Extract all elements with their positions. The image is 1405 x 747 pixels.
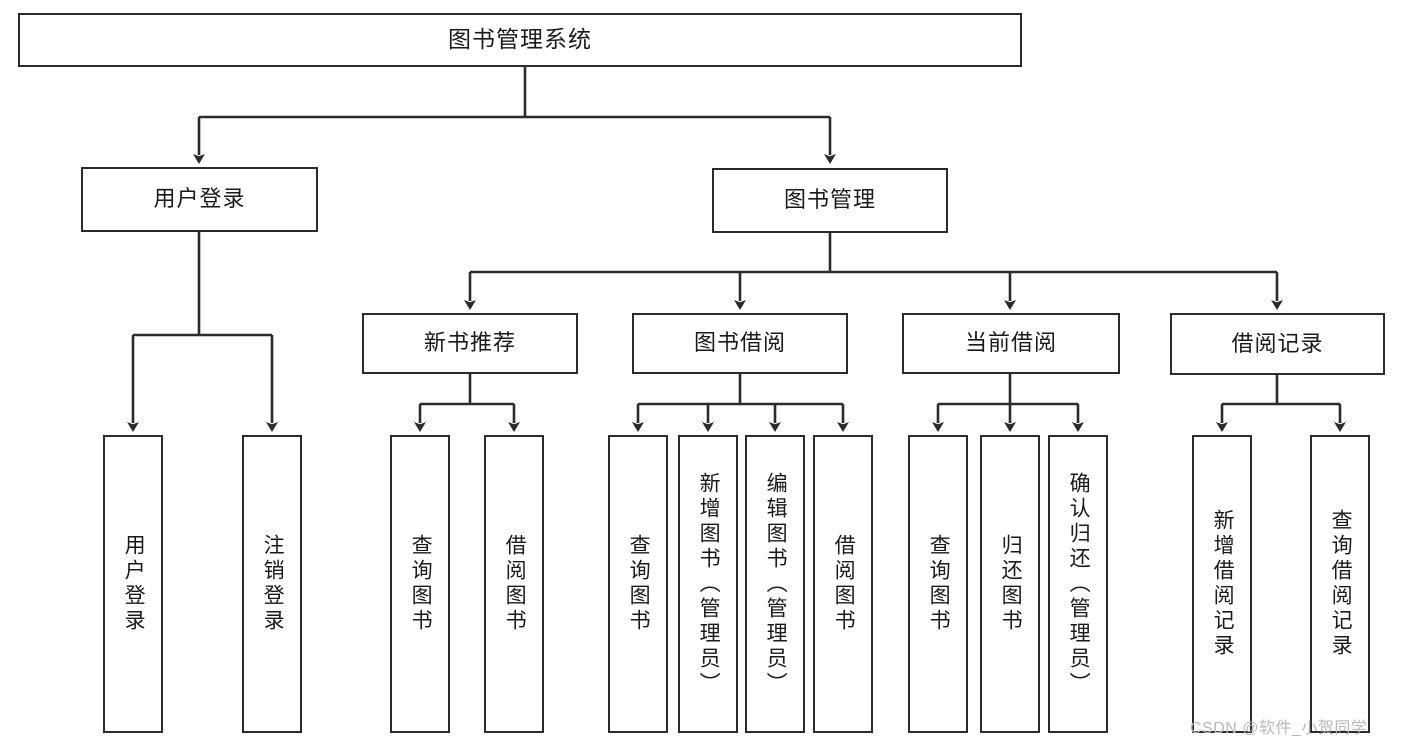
node-book-borrow[interactable]: 图书借阅	[632, 313, 848, 374]
leaf-query-borrow-record[interactable]: 查询借阅记录	[1310, 435, 1370, 733]
node-label: 注销登录	[261, 534, 285, 634]
watermark: CSDN @软件_小贺同学	[1190, 720, 1368, 737]
node-label: 编辑图书（管理员）	[764, 471, 788, 697]
leaf-edit-book-admin[interactable]: 编辑图书（管理员）	[745, 435, 805, 733]
node-borrow-record[interactable]: 借阅记录	[1170, 313, 1385, 375]
leaf-borrow-book-recommend[interactable]: 借阅图书	[484, 435, 544, 733]
node-label: 用户登录	[122, 534, 146, 634]
leaf-logout-login[interactable]: 注销登录	[242, 435, 302, 733]
node-label: 图书管理系统	[448, 26, 592, 53]
leaf-query-book-recommend[interactable]: 查询图书	[390, 435, 450, 733]
node-user-login[interactable]: 用户登录	[81, 167, 318, 232]
leaf-return-book[interactable]: 归还图书	[980, 435, 1040, 733]
leaf-borrow-book[interactable]: 借阅图书	[813, 435, 873, 733]
node-new-book-recommend[interactable]: 新书推荐	[362, 313, 578, 374]
node-label: 借阅图书	[832, 534, 856, 634]
node-label: 借阅记录	[1231, 330, 1324, 356]
node-label: 查询图书	[927, 534, 951, 634]
node-label: 新增图书（管理员）	[697, 471, 721, 697]
node-label: 新增借阅记录	[1211, 509, 1235, 659]
node-label: 查询借阅记录	[1329, 509, 1353, 659]
node-root-library-management-system[interactable]: 图书管理系统	[18, 13, 1022, 67]
node-label: 图书管理	[783, 187, 876, 213]
node-label: 用户登录	[153, 186, 246, 212]
node-label: 新书推荐	[423, 330, 516, 356]
node-label: 确认归还（管理员）	[1067, 471, 1091, 697]
node-label: 借阅图书	[503, 534, 527, 634]
leaf-add-borrow-record[interactable]: 新增借阅记录	[1192, 435, 1252, 733]
node-book-management[interactable]: 图书管理	[712, 168, 948, 233]
leaf-query-book-current[interactable]: 查询图书	[908, 435, 968, 733]
leaf-confirm-return-admin[interactable]: 确认归还（管理员）	[1048, 435, 1108, 733]
node-label: 当前借阅	[964, 330, 1057, 356]
node-label: 图书借阅	[693, 330, 786, 356]
leaf-user-login[interactable]: 用户登录	[103, 435, 163, 733]
node-label: 归还图书	[999, 534, 1023, 634]
leaf-query-book-borrow[interactable]: 查询图书	[608, 435, 668, 733]
node-label: 查询图书	[409, 534, 433, 634]
node-current-borrow[interactable]: 当前借阅	[902, 313, 1120, 374]
node-label: 查询图书	[627, 534, 651, 634]
leaf-add-book-admin[interactable]: 新增图书（管理员）	[678, 435, 738, 733]
